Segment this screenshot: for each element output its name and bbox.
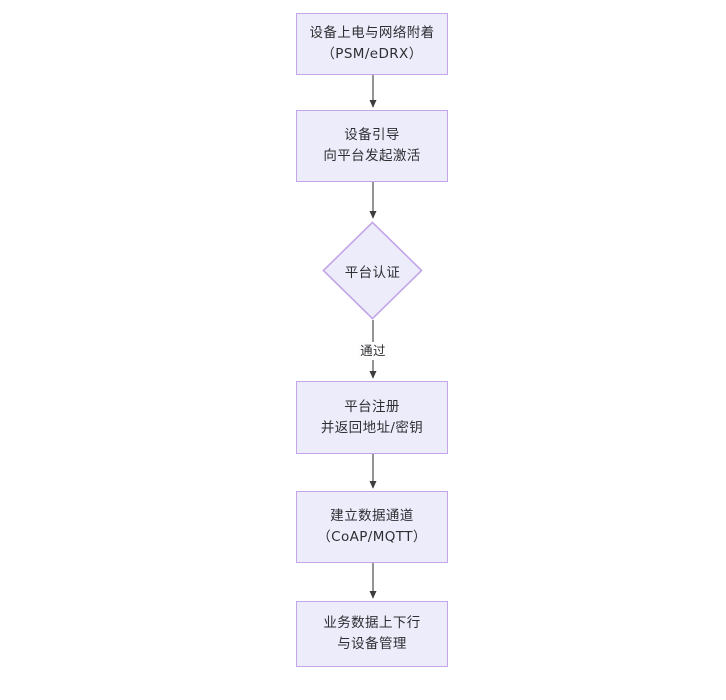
node-device-bootstrap[interactable]: 设备引导 向平台发起激活: [296, 110, 448, 182]
node-label-line1: 建立数据通道: [330, 508, 414, 524]
node-platform-registration[interactable]: 平台注册 并返回地址/密钥: [296, 381, 448, 454]
node-label-line1: 设备上电与网络附着: [309, 25, 435, 41]
node-label-line1: 平台注册: [344, 398, 400, 415]
node-establish-data-channel[interactable]: 建立数据通道 （CoAP/MQTT）: [296, 491, 448, 563]
node-label-line1: 平台认证: [344, 264, 401, 281]
node-label-line2: （CoAP/MQTT）: [317, 529, 427, 545]
edge-label-pass: 通过: [357, 342, 389, 360]
diamond-shape: [322, 221, 423, 320]
node-label-line2: 向平台发起激活: [323, 148, 421, 164]
node-label-line2: （PSM/eDRX）: [321, 46, 423, 62]
node-label-line2: 并返回地址/密钥: [320, 419, 424, 436]
node-device-power-on[interactable]: 设备上电与网络附着 （PSM/eDRX）: [296, 13, 448, 75]
node-business-data-and-device-management[interactable]: 业务数据上下行 与设备管理: [296, 601, 448, 667]
node-label-line1: 设备引导: [344, 127, 400, 143]
node-platform-authentication[interactable]: 平台认证: [322, 221, 423, 320]
node-label-line1: 业务数据上下行: [323, 615, 421, 631]
node-label-line2: 与设备管理: [337, 636, 407, 652]
